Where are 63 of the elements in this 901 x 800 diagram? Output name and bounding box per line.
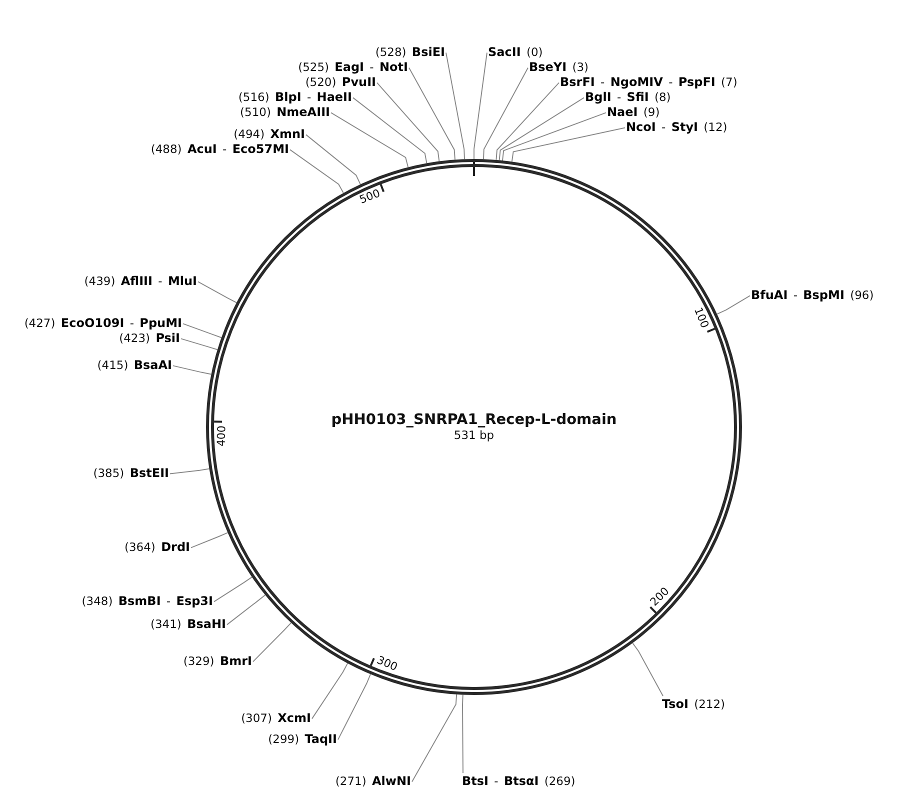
leader-line	[632, 642, 664, 696]
site-label: BfuAI - BspMI (96)	[751, 288, 874, 302]
leader-line	[172, 365, 212, 375]
site-label: (307) XcmI	[241, 711, 311, 725]
leader-line	[180, 338, 218, 350]
site-label: NcoI - StyI (12)	[626, 120, 728, 134]
leader-line	[474, 52, 488, 160]
site-label: (510) NmeAIII	[240, 105, 330, 119]
leader-line	[290, 149, 344, 194]
site-label: (427) EcoO109I - PpuMI	[24, 316, 182, 330]
site-label: (364) DrdI	[124, 540, 190, 554]
leader-line	[226, 594, 266, 626]
leader-line	[462, 694, 464, 774]
scale-number: 400	[216, 426, 228, 447]
site-label: (439) AflIII - MluI	[84, 274, 197, 288]
leader-line	[716, 295, 750, 315]
site-label: (271) AlwNI	[335, 774, 411, 788]
site-label: (299) TaqII	[268, 732, 337, 746]
scale-number: 200	[648, 584, 672, 608]
leader-line	[312, 662, 348, 720]
scale-number: 100	[692, 306, 711, 330]
leader-line	[496, 82, 560, 160]
site-label: (341) BsaHI	[150, 617, 226, 631]
leader-line	[352, 97, 428, 164]
leader-line	[412, 694, 458, 782]
leader-line	[408, 67, 456, 160]
site-label: (415) BsaAI	[97, 358, 172, 372]
leader-line	[306, 134, 361, 185]
leader-line	[338, 674, 371, 740]
site-label: (525) EagI - NotI	[298, 60, 408, 74]
site-label: (494) XmnI	[234, 127, 305, 141]
site-label: (520) PvuII	[305, 75, 376, 89]
leader-line	[252, 622, 292, 662]
site-label: (348) BsmBI - Esp3I	[82, 594, 213, 608]
site-label: (488) AcuI - Eco57MI	[150, 142, 289, 156]
plasmid-name: pHH0103_SNRPA1_Recep-L-domain	[331, 412, 617, 428]
leader-line	[446, 52, 465, 160]
site-label: (329) BmrI	[183, 654, 252, 668]
scale-number: 300	[375, 654, 400, 674]
leader-line	[214, 576, 252, 602]
leader-line	[182, 323, 222, 338]
site-label: BsrFI - NgoMIV - PspFI (7)	[560, 75, 738, 89]
leader-line	[498, 97, 584, 161]
site-label: BtsI - BtsαI (269)	[462, 774, 576, 788]
leader-line	[502, 112, 606, 161]
site-label: BseYI (3)	[529, 60, 589, 74]
leader-line	[483, 67, 528, 160]
site-label: (516) BlpI - HaeII	[238, 90, 352, 104]
site-label: SacII (0)	[488, 45, 543, 59]
leader-line	[376, 82, 440, 162]
leader-line	[170, 468, 210, 474]
scale-number: 500	[358, 188, 382, 207]
site-label: BglI - SfiI (8)	[585, 90, 671, 104]
site-label: (385) BstEII	[93, 466, 169, 480]
site-label: (528) BsiEI	[375, 45, 445, 59]
site-label: NaeI (9)	[607, 105, 660, 119]
leader-line	[190, 532, 228, 548]
site-label: (423) PsiI	[119, 331, 180, 345]
leader-line	[330, 112, 409, 168]
plasmid-length: 531 bp	[454, 428, 494, 442]
site-label: TsoI (212)	[662, 697, 726, 711]
leader-line	[198, 281, 238, 304]
leader-line	[511, 127, 626, 162]
